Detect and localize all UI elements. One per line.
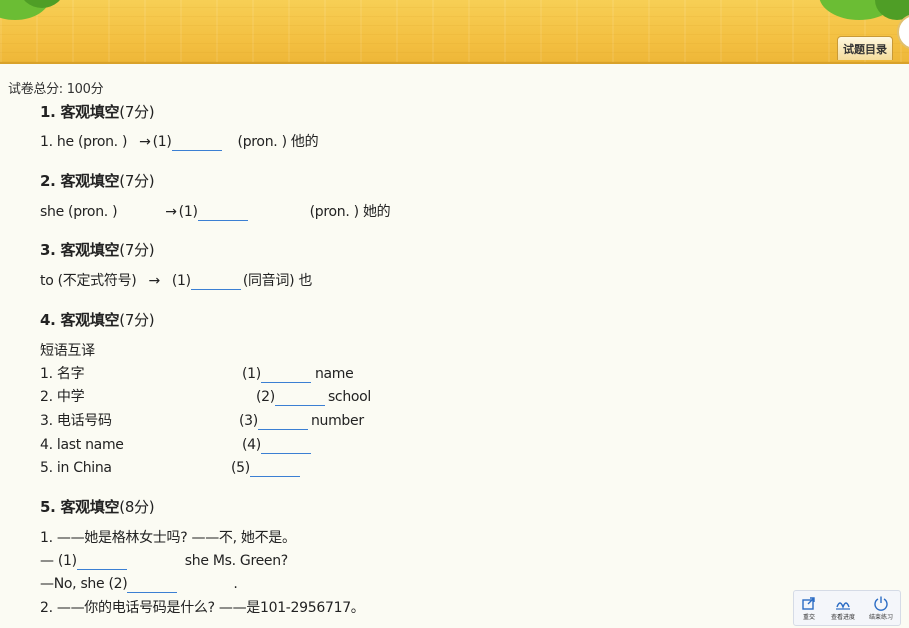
question-line: she (pron. ) → (1) (pron. ) 她的 (40, 203, 391, 221)
arrow-icon: → (148, 273, 160, 289)
question-title: 2. 客观填空(7分) (40, 172, 155, 190)
question-title-text: 5. 客观填空 (40, 498, 120, 516)
question-line: — (1) she Ms. Green? (40, 552, 288, 570)
question-title-text: 3. 客观填空 (40, 241, 120, 259)
toolbar-label: 查看进度 (830, 614, 855, 621)
share-icon (802, 597, 815, 610)
answer-blank[interactable] (171, 133, 222, 151)
question-title: 3. 客观填空(7分) (40, 241, 155, 259)
question-score: (7分) (119, 241, 155, 259)
question-title-text: 1. 客观填空 (40, 103, 120, 121)
answer-blank[interactable] (274, 388, 325, 406)
question-line: 1. he (pron. ) → (1) (pron. ) 他的 (40, 133, 319, 151)
bottom-toolbar: 重交 查看进度 结束练习 (793, 590, 901, 626)
question-score: (8分) (119, 498, 155, 516)
question-title: 5. 客观填空(8分) (40, 498, 155, 516)
blank-number: —No, she (2) (40, 576, 128, 592)
progress-icon (835, 602, 850, 610)
question-intro: 短语互译 (40, 343, 95, 359)
question-score: (7分) (119, 172, 155, 190)
power-icon (874, 596, 888, 611)
question-title-text: 4. 客观填空 (40, 311, 120, 329)
arrow-icon: → (165, 204, 177, 220)
phrase-text: 3. 电话号码 (40, 413, 112, 429)
blank-number: (1) (152, 134, 172, 150)
answer-blank[interactable] (249, 459, 300, 477)
phrase-text: 2. 中学 (40, 389, 85, 405)
answer-blank[interactable] (197, 203, 248, 221)
answer-blank[interactable] (190, 272, 241, 290)
question-line: to (不定式符号) → (1) (同音词) 也 (40, 272, 312, 290)
toolbar-label: 重交 (802, 614, 815, 621)
phrase-suffix: school (327, 389, 372, 405)
wood-texture (0, 0, 909, 62)
question-title: 1. 客观填空(7分) (40, 103, 155, 121)
blank-number: (1) (242, 366, 261, 382)
view-progress-button[interactable]: 查看进度 (831, 595, 855, 621)
phrase-text: 5. in China (40, 460, 112, 476)
question-text: 2. ——你的电话号码是什么? ——是101-2956717。 (40, 600, 365, 616)
blank-number: — (1) (40, 553, 77, 569)
answer-blank[interactable] (127, 575, 178, 593)
question-text: 1. ——她是格林女士吗? ——不, 她不是。 (40, 530, 296, 546)
answer-blank[interactable] (76, 552, 127, 570)
question-text: 1. he (pron. ) (40, 134, 128, 150)
leaf-decoration-icon (20, 0, 64, 8)
phrase-text: 1. 名字 (40, 366, 85, 382)
question-text: (pron. ) 她的 (309, 204, 391, 220)
question-line: —No, she (2) . (40, 575, 238, 593)
answer-blank[interactable] (260, 365, 311, 383)
question-text: to (不定式符号) (40, 273, 137, 289)
toolbar-label: 结束练习 (868, 614, 893, 621)
answer-blank[interactable] (260, 436, 311, 454)
question-text: she (pron. ) (40, 204, 118, 220)
question-text: (pron. ) 他的 (237, 134, 319, 150)
blank-number: (3) (239, 413, 258, 429)
phrase-answer: (3) number (239, 412, 364, 430)
phrase-suffix: name (314, 366, 354, 382)
phrase-answer: (5) (231, 459, 300, 477)
phrase-answer: (4) (242, 436, 311, 454)
question-toc-button[interactable]: 试题目录 (837, 36, 893, 60)
total-score: 试卷总分: 100分 (8, 82, 104, 97)
header-banner: 试题目录 (0, 0, 909, 64)
answer-blank[interactable] (257, 412, 308, 430)
blank-number: (1) (171, 273, 191, 289)
phrase-text: 4. last name (40, 437, 124, 453)
arrow-icon: → (139, 134, 151, 150)
exam-content: 试卷总分: 100分 1. 客观填空(7分) 1. he (pron. ) → … (0, 66, 909, 628)
question-title-text: 2. 客观填空 (40, 172, 120, 190)
question-title: 4. 客观填空(7分) (40, 311, 155, 329)
phrase-answer: (1) name (242, 365, 354, 383)
resubmit-button[interactable]: 重交 (801, 595, 817, 621)
phrase-answer: (2) school (256, 388, 371, 406)
question-score: (7分) (119, 311, 155, 329)
blank-number: (1) (178, 204, 198, 220)
question-score: (7分) (119, 103, 155, 121)
phrase-suffix: number (310, 413, 364, 429)
blank-number: (2) (256, 389, 275, 405)
end-practice-button[interactable]: 结束练习 (869, 595, 893, 621)
blank-number: (5) (231, 460, 250, 476)
blank-number: (4) (242, 437, 261, 453)
question-text: . (233, 576, 238, 592)
question-text: (同音词) 也 (242, 273, 313, 289)
question-text: she Ms. Green? (184, 553, 288, 569)
leaf-decoration-icon (875, 0, 909, 20)
